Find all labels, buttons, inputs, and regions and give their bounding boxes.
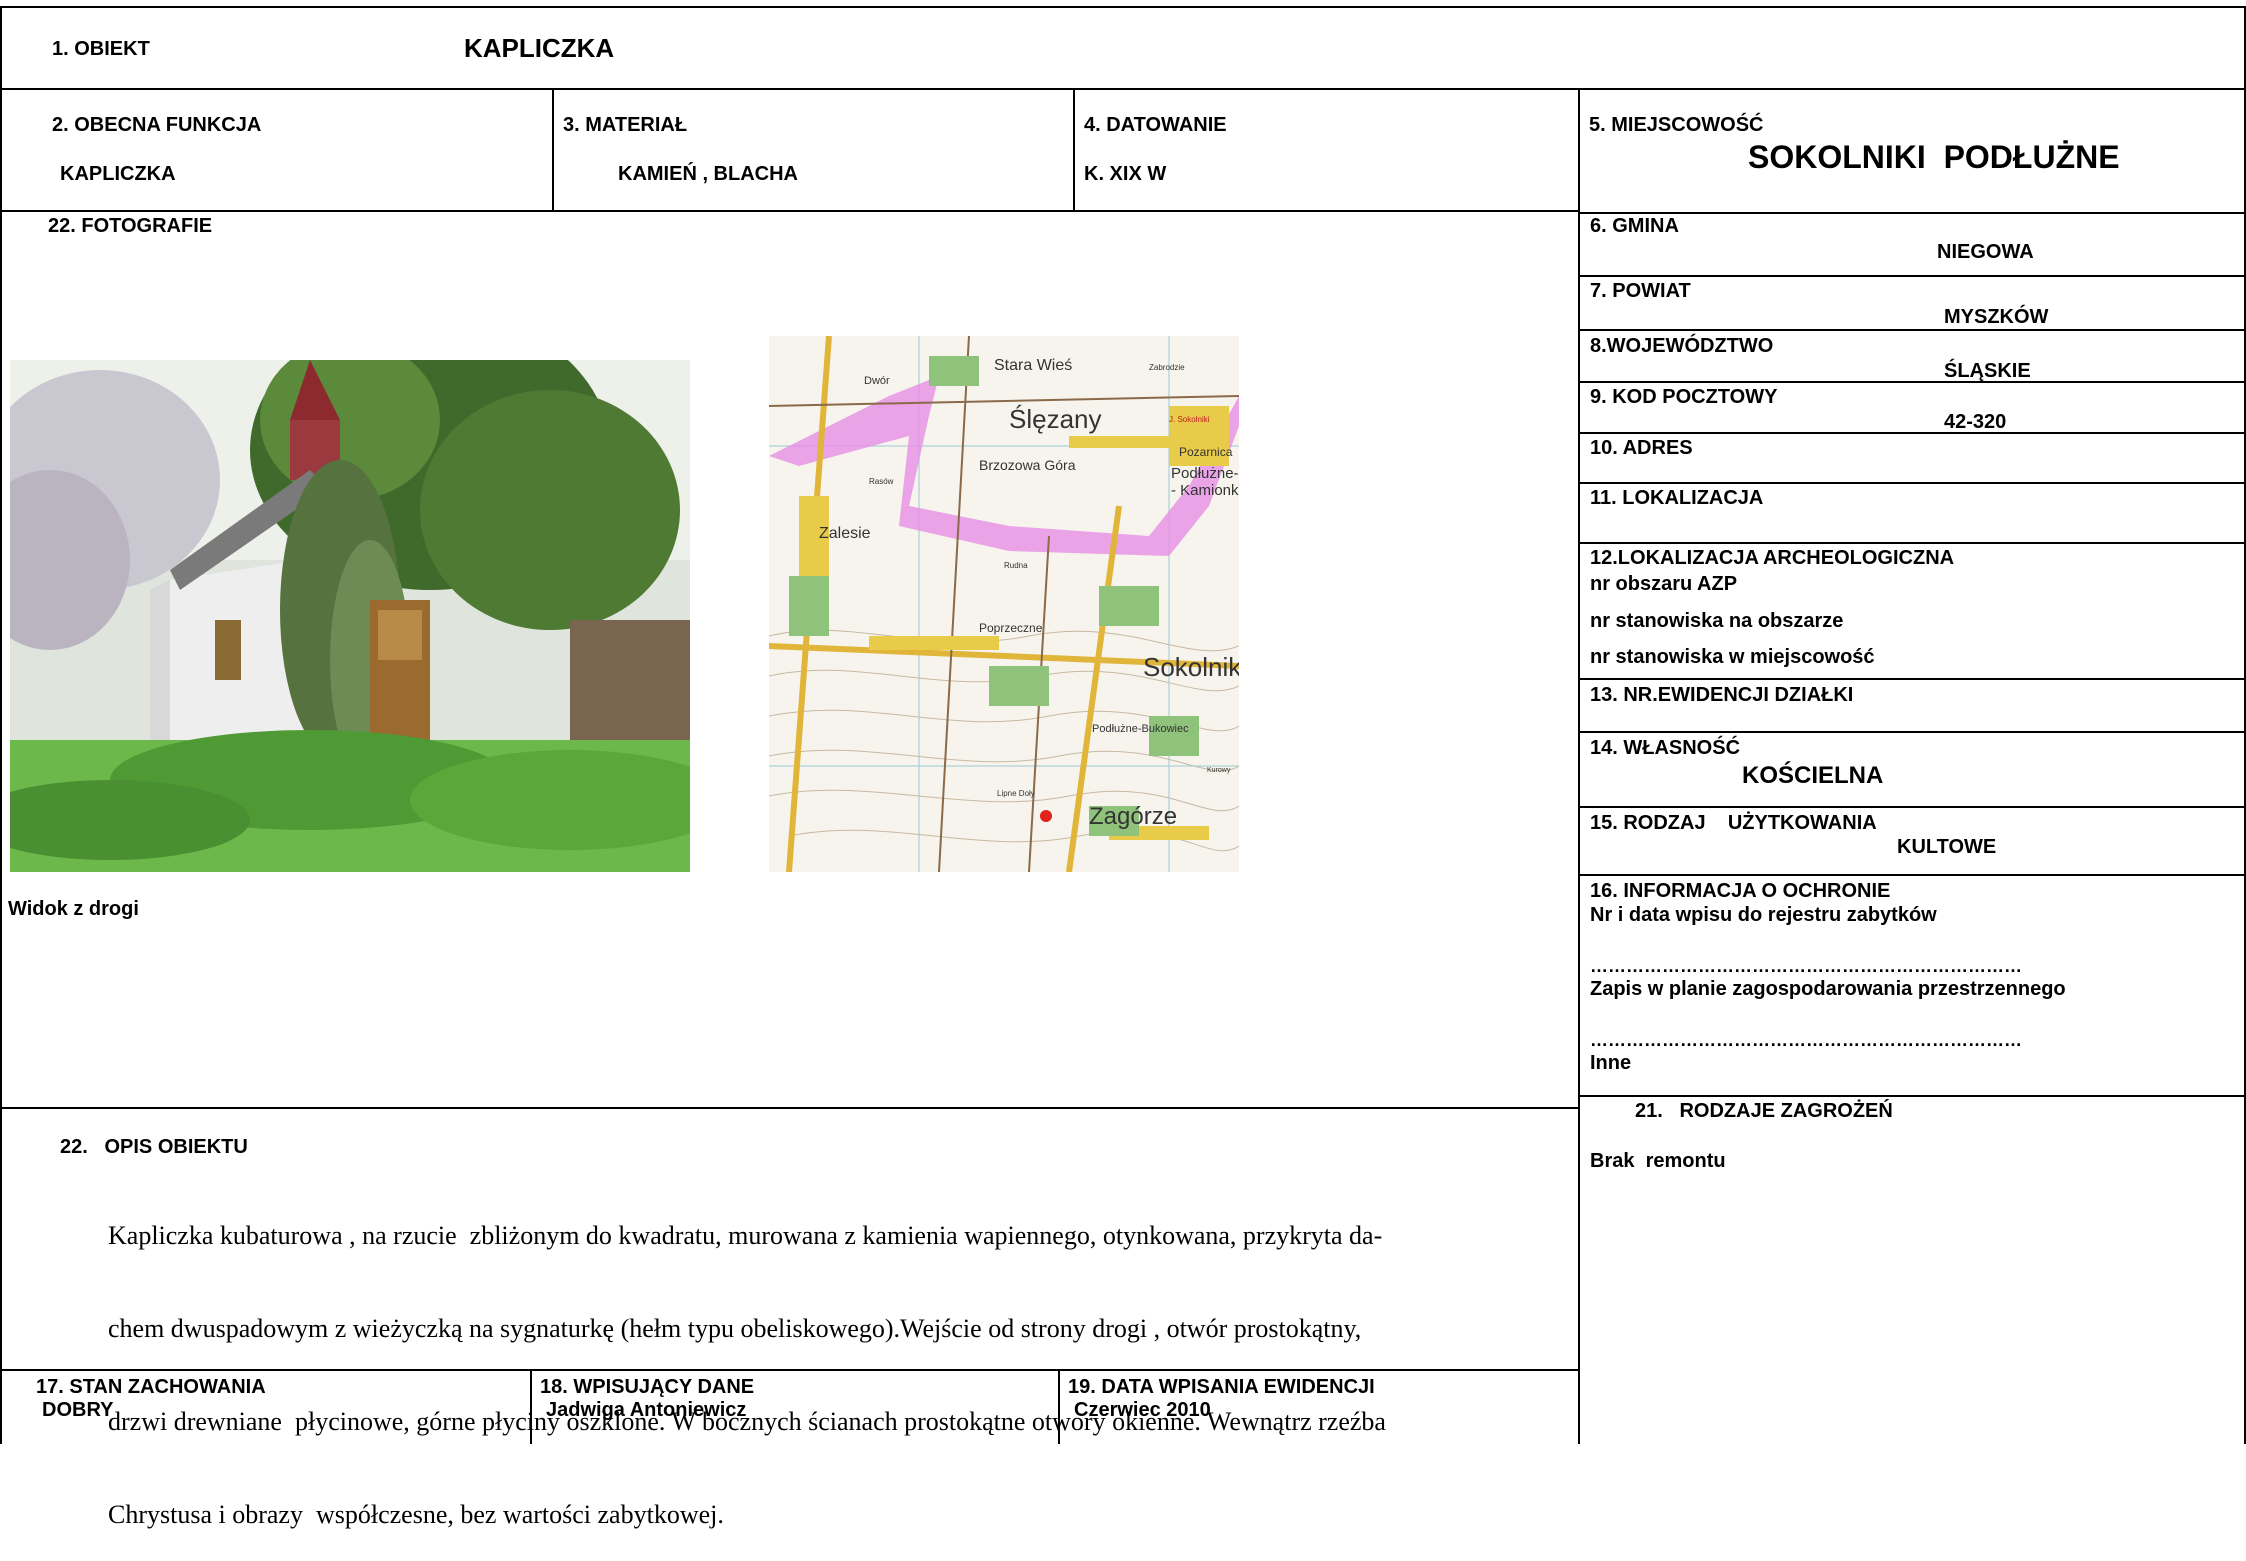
divider-row1 xyxy=(0,88,2246,90)
photo-caption: Widok z drogi xyxy=(8,898,139,920)
powiat-value: MYSZKÓW xyxy=(1944,306,2049,328)
powiat-label: 7. POWIAT xyxy=(1590,280,1691,302)
gmina-label: 6. GMINA xyxy=(1590,215,1679,237)
ochrona-rejestr: Nr i data wpisu do rejestru zabytków xyxy=(1590,904,1937,926)
ewidencja-label: 13. NR.EWIDENCJI DZIAŁKI xyxy=(1590,684,1854,706)
map-label: Ślęzany xyxy=(1009,404,1102,434)
divider-woj xyxy=(1578,329,2246,331)
funkcja-value: KAPLICZKA xyxy=(60,163,176,185)
opis-line: Chrystusa i obrazy współczesne, bez wart… xyxy=(108,1500,724,1529)
border-right xyxy=(2244,6,2246,1444)
miejscowosc-value: SOKOLNIKI PODŁUŻNE xyxy=(1748,139,2120,175)
kod-value: 42-320 xyxy=(1944,411,2007,433)
divider-rodzaj xyxy=(1578,806,2246,808)
map-label: Podłużne- xyxy=(1171,465,1239,482)
divider-col-datowanie xyxy=(1073,88,1075,210)
ochrona-dots-2: ……………………………………………………………… xyxy=(1590,1030,2022,1050)
rodzaj-value: KULTOWE xyxy=(1897,836,1997,858)
arch-stanowisko-obszar: nr stanowiska na obszarze xyxy=(1590,610,1844,632)
obiekt-value: KAPLICZKA xyxy=(464,33,615,63)
divider-footer-col2 xyxy=(1058,1369,1060,1444)
arch-azp: nr obszaru AZP xyxy=(1590,573,1738,595)
data-wpisania-label: 19. DATA WPISANIA EWIDENCJI xyxy=(1068,1376,1375,1398)
adres-label: 10. ADRES xyxy=(1590,437,1693,459)
divider-kod xyxy=(1578,381,2246,383)
map-label: Poprzeczne xyxy=(979,621,1043,635)
datowanie-value: K. XIX W xyxy=(1084,163,1167,185)
wlasnosc-value: KOŚCIELNA xyxy=(1742,762,1884,789)
divider-col-material xyxy=(552,88,554,210)
divider-opis xyxy=(0,1107,1580,1109)
divider-right-panel xyxy=(1578,88,1580,1444)
location-map: Stara Wieś Dwór Zabrodzie Ślęzany J. Sok… xyxy=(769,336,1239,872)
divider-zagrozenia xyxy=(1578,1095,2246,1097)
wojewodztwo-value: ŚLĄSKIE xyxy=(1944,360,2031,382)
stan-label: 17. STAN ZACHOWANIA xyxy=(36,1376,266,1398)
divider-lokalizacja xyxy=(1578,482,2246,484)
map-label: - Kamionka xyxy=(1171,482,1239,499)
material-value: KAMIEŃ , BLACHA xyxy=(618,163,798,185)
arch-stanowisko-miejscowosc: nr stanowiska w miejscowość xyxy=(1590,646,1875,668)
border-left xyxy=(0,6,2,1444)
divider-powiat xyxy=(1578,275,2246,277)
map-label: Sokolnik xyxy=(1143,652,1239,682)
ochrona-plan: Zapis w planie zagospodarowania przestrz… xyxy=(1590,978,2066,1000)
data-wpisania-value: Czerwiec 2010 xyxy=(1074,1399,1211,1421)
stan-value: DOBRY xyxy=(42,1399,114,1421)
border-top xyxy=(0,6,2246,8)
gmina-value: NIEGOWA xyxy=(1937,241,2034,263)
divider-gmina xyxy=(1578,212,2246,214)
wojewodztwo-label: 8.WOJEWÓDZTWO xyxy=(1590,335,1774,357)
ochrona-label: 16. INFORMACJA O OCHRONIE xyxy=(1590,880,1891,902)
zagrozenia-value: Brak remontu xyxy=(1590,1150,1726,1172)
chapel-photo xyxy=(10,360,690,872)
fotografie-label: 22. FOTOGRAFIE xyxy=(48,215,213,237)
opis-text: Kapliczka kubaturowa , na rzucie zbliżon… xyxy=(108,1158,1578,1561)
opis-line: chem dwuspadowym z wieżyczką na sygnatur… xyxy=(108,1314,1362,1343)
divider-wlasnosc xyxy=(1578,731,2246,733)
map-label: Zagórze xyxy=(1089,803,1177,830)
kod-label: 9. KOD POCZTOWY xyxy=(1590,386,1778,408)
map-label: Lipne Doły xyxy=(997,789,1035,798)
divider-ewid xyxy=(1578,678,2246,680)
map-label: J. Sokolniki xyxy=(1169,415,1210,424)
lokalizacja-label: 11. LOKALIZACJA xyxy=(1590,487,1764,509)
map-label: Zabrodzie xyxy=(1149,363,1185,372)
divider-footer xyxy=(0,1369,1580,1371)
wpisujacy-label: 18. WPISUJĄCY DANE xyxy=(540,1376,755,1398)
arch-label: 12.LOKALIZACJA ARCHEOLOGICZNA xyxy=(1590,547,1955,569)
divider-row2 xyxy=(0,210,1580,212)
wpisujacy-value: Jadwiga Antoniewicz xyxy=(546,1399,747,1421)
funkcja-label: 2. OBECNA FUNKCJA xyxy=(52,114,262,136)
map-label: Brzozowa Góra xyxy=(979,457,1076,473)
divider-adres xyxy=(1578,432,2246,434)
datowanie-label: 4. DATOWANIE xyxy=(1084,114,1227,136)
map-label: Podłużne-Bukowiec xyxy=(1092,723,1189,735)
map-label: Rasów xyxy=(869,477,894,486)
map-label: Stara Wieś xyxy=(994,357,1072,374)
opis-label: 22. OPIS OBIEKTU xyxy=(60,1136,248,1158)
map-label: Pozarnica xyxy=(1179,445,1233,459)
divider-arch xyxy=(1578,542,2246,544)
divider-footer-col1 xyxy=(530,1369,532,1444)
zagrozenia-label: 21. RODZAJE ZAGROŻEŃ xyxy=(1635,1100,1893,1122)
map-label: Kurowy xyxy=(1207,767,1231,774)
opis-line: Kapliczka kubaturowa , na rzucie zbliżon… xyxy=(108,1221,1383,1250)
divider-ochrona xyxy=(1578,874,2246,876)
opis-line: drzwi drewniane płycinowe, górne płyciny… xyxy=(108,1407,1386,1436)
miejscowosc-label: 5. MIEJSCOWOŚĆ xyxy=(1589,114,1764,136)
ochrona-dots-1: ……………………………………………………………… xyxy=(1590,956,2022,976)
material-label: 3. MATERIAŁ xyxy=(563,114,688,136)
wlasnosc-label: 14. WŁASNOŚĆ xyxy=(1590,737,1741,759)
ochrona-inne: Inne xyxy=(1590,1052,1632,1074)
map-label: Dwór xyxy=(864,375,890,387)
map-label: Zalesie xyxy=(819,525,871,542)
rodzaj-label: 15. RODZAJ UŻYTKOWANIA xyxy=(1590,812,1877,834)
map-label: Rudna xyxy=(1004,561,1028,570)
obiekt-label: 1. OBIEKT xyxy=(52,38,150,60)
